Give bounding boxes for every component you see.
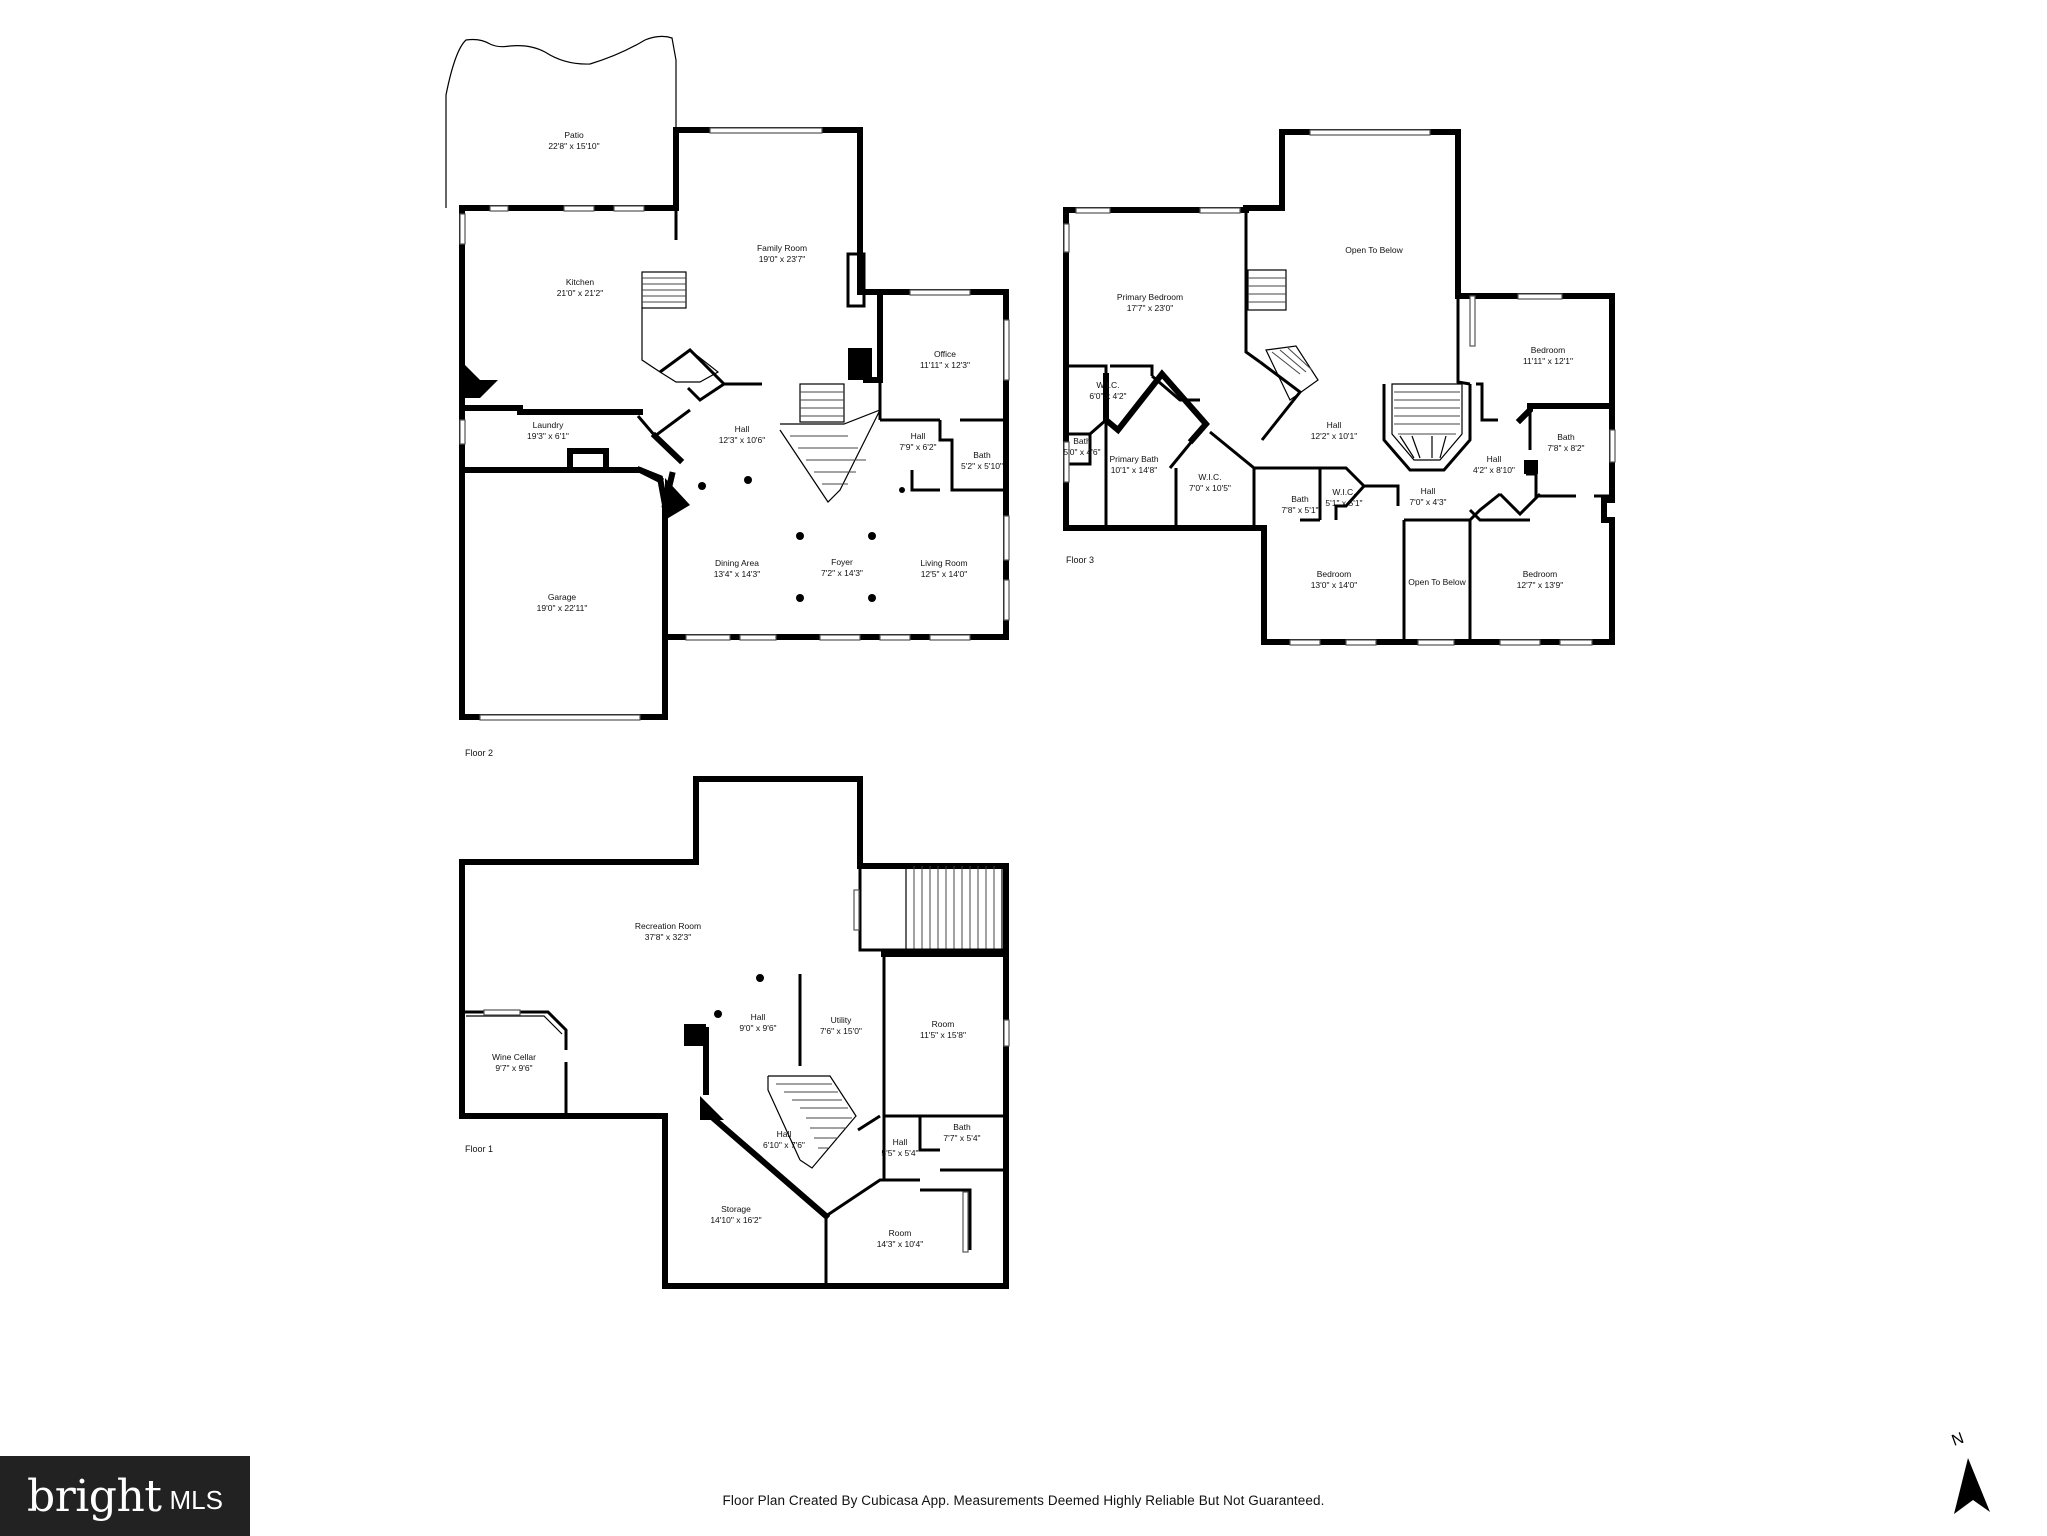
f1-room2-name: Room	[889, 1228, 912, 1238]
f2-patio-name: Patio	[564, 130, 584, 140]
f3-hall2-name: Hall	[1487, 454, 1502, 464]
f3-wic3-dim: 5'1" x 5'1"	[1325, 498, 1362, 508]
f2-dining-dim: 13'4" x 14'3"	[714, 569, 761, 579]
f3-bed3-dim: 12'7" x 13'9"	[1517, 580, 1564, 590]
f1-hall2-dim: 6'10" x 7'6"	[763, 1140, 805, 1150]
f3-bath1-dim: 7'8" x 8'2"	[1547, 443, 1584, 453]
floor-2-label: Floor 2	[465, 748, 493, 758]
floor-3-plan: Primary Bedroom 17'7" x 23'0" Open To Be…	[1063, 129, 1616, 646]
f3-bed2-name: Bedroom	[1317, 569, 1352, 579]
f3-bed1-name: Bedroom	[1531, 345, 1566, 355]
f1-hall1-dim: 9'0" x 9'6"	[739, 1023, 776, 1033]
f2-bath-name: Bath	[973, 450, 991, 460]
f3-bath3-name: Bath	[1291, 494, 1309, 504]
f2-hall1-name: Hall	[735, 424, 750, 434]
f2-garage-name: Garage	[548, 592, 577, 602]
f3-open1-name: Open To Below	[1345, 245, 1403, 255]
north-label: N	[1950, 1430, 1967, 1450]
f1-wine-dim: 9'7" x 9'6"	[495, 1063, 532, 1073]
f1-hall1-name: Hall	[751, 1012, 766, 1022]
f1-room1-dim: 11'5" x 15'8"	[920, 1030, 966, 1040]
floor-1-plan: Recreation Room 37'8" x 32'3" Hall 9'0" …	[459, 776, 1010, 1289]
f2-garage-dim: 19'0" x 22'11"	[537, 603, 588, 613]
f1-hall2-name: Hall	[777, 1129, 792, 1139]
f1-rec-name: Recreation Room	[635, 921, 701, 931]
f3-bath1-name: Bath	[1557, 432, 1575, 442]
f1-room2-dim: 14'3" x 10'4"	[877, 1239, 924, 1249]
f1-storage-name: Storage	[721, 1204, 751, 1214]
f1-storage-dim: 14'10" x 16'2"	[710, 1215, 761, 1225]
f3-wic1-dim: 6'0" x 4'2"	[1089, 391, 1126, 401]
f1-bath-dim: 7'7" x 5'4"	[943, 1133, 980, 1143]
f1-utility-dim: 7'6" x 15'0"	[820, 1026, 862, 1036]
f2-bath-dim: 5'2" x 5'10"	[961, 461, 1003, 471]
f1-room1-name: Room	[932, 1019, 955, 1029]
floor-2-plan: Patio 22'8" x 15'10" Family Room 19'0" x…	[445, 35, 1010, 758]
f1-hall3-name: Hall	[893, 1137, 908, 1147]
f3-hall1-dim: 12'2" x 10'1"	[1311, 431, 1358, 441]
f2-hall1-dim: 12'3" x 10'6"	[719, 435, 766, 445]
f2-foyer-name: Foyer	[831, 557, 853, 567]
f2-family-name: Family Room	[757, 243, 807, 253]
disclaimer-text: Floor Plan Created By Cubicasa App. Meas…	[722, 1493, 1325, 1508]
f2-laundry-dim: 19'3" x 6'1"	[527, 431, 569, 441]
f1-hall3-dim: 5'5" x 5'4"	[881, 1148, 918, 1158]
f2-kitchen-name: Kitchen	[566, 277, 595, 287]
floor-1-label: Floor 1	[465, 1144, 493, 1154]
f3-open2-name: Open To Below	[1408, 577, 1466, 587]
f2-office-dim: 11'11" x 12'3"	[920, 360, 970, 370]
f3-wic2-dim: 7'0" x 10'5"	[1189, 483, 1231, 493]
f1-utility-name: Utility	[831, 1015, 853, 1025]
f3-bed2-dim: 13'0" x 14'0"	[1311, 580, 1358, 590]
f2-family-dim: 19'0" x 23'7"	[759, 254, 806, 264]
f3-primary-bed-dim: 17'7" x 23'0"	[1127, 303, 1174, 313]
f3-bed1-dim: 11'11" x 12'1"	[1523, 356, 1573, 366]
f3-wic2-name: W.I.C.	[1198, 472, 1221, 482]
f3-primary-bath-dim: 10'1" x 14'8"	[1111, 465, 1158, 475]
f3-primary-bath-name: Primary Bath	[1109, 454, 1158, 464]
f2-office-name: Office	[934, 349, 956, 359]
f3-primary-bed-name: Primary Bedroom	[1117, 292, 1183, 302]
f3-bath2-name: Bath	[1073, 436, 1091, 446]
f2-kitchen-dim: 21'0" x 21'2"	[557, 288, 604, 298]
f1-rec-dim: 37'8" x 32'3"	[645, 932, 692, 942]
north-arrow-icon: N	[1950, 1430, 1990, 1514]
f2-dining-name: Dining Area	[715, 558, 759, 568]
logo-suffix: MLS	[169, 1484, 223, 1515]
f3-wic3-name: W.I.C.	[1332, 487, 1355, 497]
f2-hall2-dim: 7'9" x 6'2"	[899, 442, 936, 452]
f1-wine-name: Wine Cellar	[492, 1052, 536, 1062]
f3-hall3-name: Hall	[1421, 486, 1436, 496]
f1-bath-name: Bath	[953, 1122, 971, 1132]
f2-foyer-dim: 7'2" x 14'3"	[821, 568, 863, 578]
f2-patio-dim: 22'8" x 15'10"	[548, 141, 599, 151]
f2-living-name: Living Room	[920, 558, 967, 568]
f3-hall3-dim: 7'0" x 4'3"	[1409, 497, 1446, 507]
f3-bath2-dim: 5'0" x 4'6"	[1063, 447, 1100, 457]
floor-3-label: Floor 3	[1066, 555, 1094, 565]
f3-hall2-dim: 4'2" x 8'10"	[1473, 465, 1515, 475]
f2-laundry-name: Laundry	[533, 420, 564, 430]
f3-bed3-name: Bedroom	[1523, 569, 1558, 579]
f2-hall2-name: Hall	[911, 431, 926, 441]
f3-hall1-name: Hall	[1327, 420, 1342, 430]
bright-mls-logo: bright MLS	[0, 1456, 250, 1536]
f3-bath3-dim: 7'8" x 5'1"	[1281, 505, 1318, 515]
logo-brand: bright	[27, 1470, 162, 1522]
f2-living-dim: 12'5" x 14'0"	[921, 569, 968, 579]
f3-wic1-name: W.I.C.	[1096, 380, 1119, 390]
